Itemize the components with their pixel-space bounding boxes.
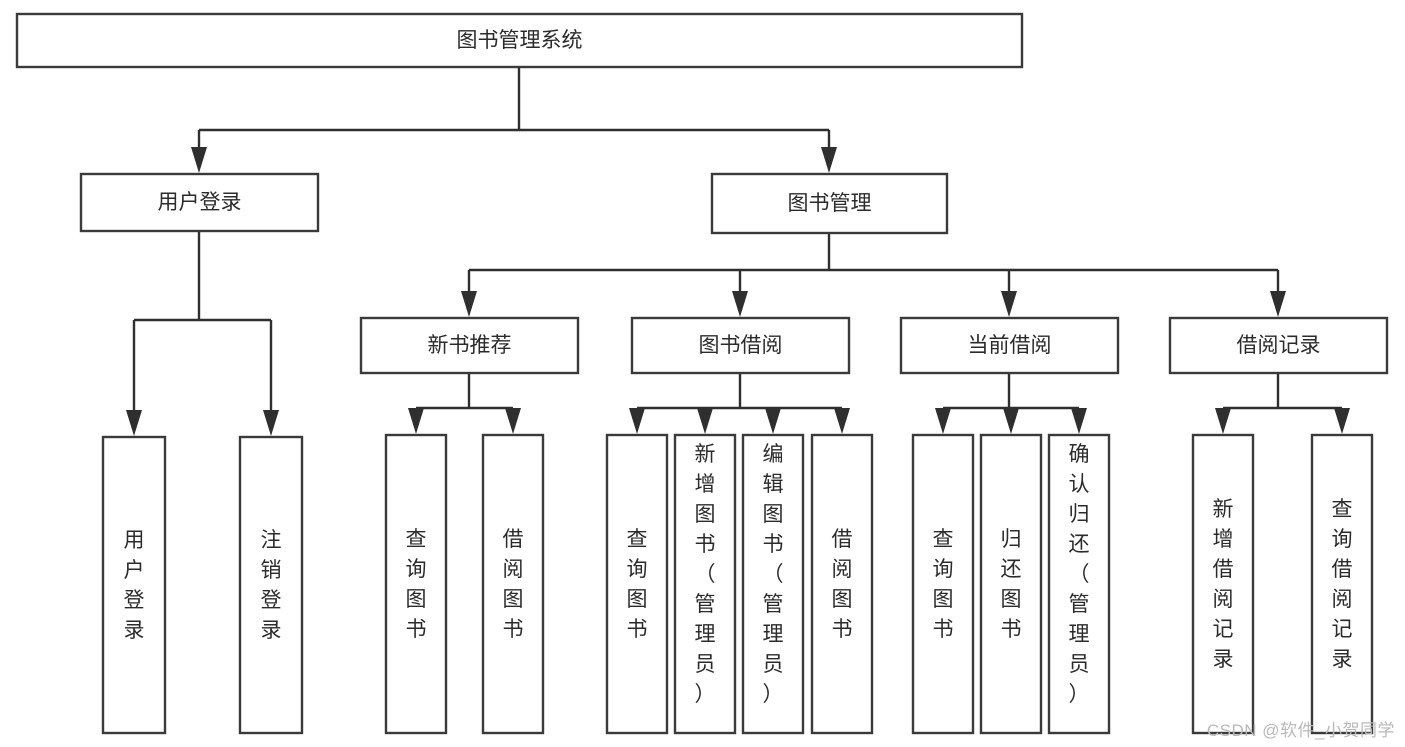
node-box[interactable] xyxy=(810,433,874,735)
node-box[interactable] xyxy=(911,433,975,735)
node-label: 图书借阅 xyxy=(699,334,783,357)
node-box[interactable] xyxy=(384,433,448,735)
node-box[interactable] xyxy=(630,316,851,375)
node-book-borrow[interactable]: 图书借阅 xyxy=(630,316,851,375)
connector-book-borrow-to-leaves xyxy=(629,373,850,434)
node-label: 新书推荐 xyxy=(428,334,512,357)
node-user-login[interactable]: 用户登录 xyxy=(79,172,320,233)
node-leaf-cur-return-book[interactable]: 归还图书 xyxy=(979,433,1043,735)
node-box[interactable] xyxy=(101,435,167,735)
node-label: 图书管理系统 xyxy=(457,29,583,52)
node-label: 当前借阅 xyxy=(968,334,1052,357)
arrow-head-icon xyxy=(821,147,837,173)
arrow-head-icon xyxy=(191,147,207,173)
node-leaf-borrow-lend-book[interactable]: 借阅图书 xyxy=(810,433,874,735)
watermark-text: CSDN @软件_小贺同学 xyxy=(1206,721,1395,740)
connector-user-login-to-leaves xyxy=(126,231,279,436)
node-leaf-rec-query[interactable]: 查询借阅记录 xyxy=(1310,433,1374,735)
node-box[interactable] xyxy=(15,12,1024,69)
node-box[interactable] xyxy=(899,316,1120,375)
node-box[interactable] xyxy=(481,433,545,735)
arrow-head-icon xyxy=(697,408,713,434)
node-label: 借阅记录 xyxy=(1237,334,1321,357)
node-current-borrow[interactable]: 当前借阅 xyxy=(899,316,1120,375)
node-box[interactable] xyxy=(1168,316,1389,375)
arrow-head-icon xyxy=(1071,408,1087,434)
node-label: 归还图书 xyxy=(1001,528,1022,641)
node-leaf-logout[interactable]: 注销登录 xyxy=(238,435,304,735)
node-box[interactable] xyxy=(1191,433,1255,735)
node-box[interactable] xyxy=(741,433,805,735)
connector-borrow-record-to-leaves xyxy=(1215,373,1350,434)
connector-book-manage-to-level3 xyxy=(461,233,1286,317)
node-leaf-borrow-add-book[interactable]: 新增图书（管理员） xyxy=(673,433,737,735)
node-label: 新增图书（管理员） xyxy=(695,443,716,706)
node-label: 新增借阅记录 xyxy=(1213,498,1234,671)
arrow-head-icon xyxy=(461,291,477,317)
node-leaf-borrow-query-book[interactable]: 查询图书 xyxy=(605,433,669,735)
node-label: 借阅图书 xyxy=(503,528,524,641)
node-label: 查询图书 xyxy=(406,528,427,641)
arrow-head-icon xyxy=(935,408,951,434)
arrow-head-icon xyxy=(1215,408,1231,434)
node-label: 编辑图书（管理员） xyxy=(763,443,784,706)
node-leaf-rec-borrow-book[interactable]: 借阅图书 xyxy=(481,433,545,735)
arrow-head-icon xyxy=(1270,291,1286,317)
arrow-head-icon xyxy=(1001,291,1017,317)
node-borrow-record[interactable]: 借阅记录 xyxy=(1168,316,1389,375)
node-leaf-rec-add[interactable]: 新增借阅记录 xyxy=(1191,433,1255,735)
node-box[interactable] xyxy=(673,433,737,735)
node-leaf-borrow-edit-book[interactable]: 编辑图书（管理员） xyxy=(741,433,805,735)
node-box[interactable] xyxy=(979,433,1043,735)
arrow-head-icon xyxy=(263,410,279,436)
node-new-book-rec[interactable]: 新书推荐 xyxy=(359,316,580,375)
node-label: 图书管理 xyxy=(788,192,872,215)
node-label: 查询图书 xyxy=(627,528,648,641)
node-label: 注销登录 xyxy=(261,529,282,642)
connector-current-borrow-to-leaves xyxy=(935,373,1087,434)
node-leaf-cur-query-book[interactable]: 查询图书 xyxy=(911,433,975,735)
arrow-head-icon xyxy=(765,408,781,434)
node-box[interactable] xyxy=(238,435,304,735)
connector-root-to-level2 xyxy=(191,67,837,173)
node-label: 查询借阅记录 xyxy=(1332,498,1353,671)
arrow-head-icon xyxy=(732,291,748,317)
node-leaf-rec-query-book[interactable]: 查询图书 xyxy=(384,433,448,735)
node-label: 用户登录 xyxy=(158,191,242,214)
connector-new-book-rec-to-leaves xyxy=(408,373,521,434)
node-box[interactable] xyxy=(710,172,949,235)
arrow-head-icon xyxy=(505,408,521,434)
node-book-manage[interactable]: 图书管理 xyxy=(710,172,949,235)
node-box[interactable] xyxy=(1310,433,1374,735)
node-label: 确认归还（管理员） xyxy=(1069,443,1090,706)
arrow-head-icon xyxy=(1334,408,1350,434)
node-box[interactable] xyxy=(605,433,669,735)
connector-layer xyxy=(126,67,1350,436)
node-box[interactable] xyxy=(1047,433,1111,735)
arrow-head-icon xyxy=(1003,408,1019,434)
arrow-head-icon xyxy=(834,408,850,434)
node-label: 借阅图书 xyxy=(832,528,853,641)
arrow-head-icon xyxy=(629,408,645,434)
node-layer: 图书管理系统用户登录图书管理新书推荐图书借阅当前借阅借阅记录用户登录注销登录查询… xyxy=(15,12,1389,735)
node-leaf-cur-confirm-return[interactable]: 确认归还（管理员） xyxy=(1047,433,1111,735)
node-box[interactable] xyxy=(359,316,580,375)
node-label: 查询图书 xyxy=(933,528,954,641)
arrow-head-icon xyxy=(126,410,142,436)
arrow-head-icon xyxy=(408,408,424,434)
node-label: 用户登录 xyxy=(124,529,145,642)
node-box[interactable] xyxy=(79,172,320,233)
node-leaf-user-login[interactable]: 用户登录 xyxy=(101,435,167,735)
node-root[interactable]: 图书管理系统 xyxy=(15,12,1024,69)
